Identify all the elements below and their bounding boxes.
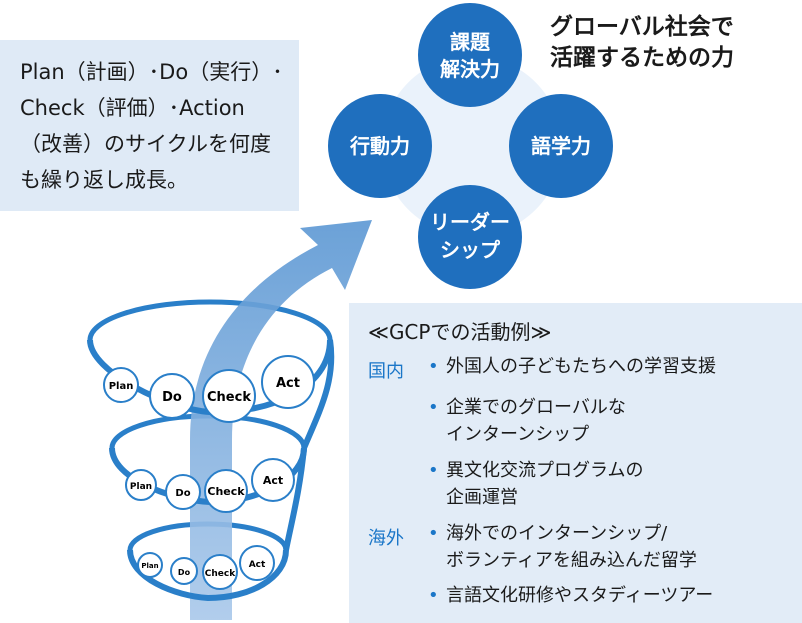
skill-label-top-1: 課題 [450,30,491,54]
global-skills-caption: グローバル社会で 活躍するための力 [550,12,734,74]
gcp-activities-box [349,303,802,623]
skill-label-bottom-1: リーダー [430,210,510,234]
pdca-line-1: Plan（計画）･Do（実行）･ [20,60,283,84]
region-label-overseas: 海外 [368,528,404,549]
cycle-label-act: Act [276,376,300,391]
cycle-label-plan: Plan [109,381,134,392]
cycle-node-check [204,469,248,513]
cycle-node-do [149,373,195,419]
cycle-level-2: Plan Do Check Act [125,458,295,513]
gcp-item-text-cont: 企画運営 [446,487,518,508]
gcp-item-text-cont: インターンシップ [446,424,590,445]
cycle-label-check: Check [207,390,251,405]
bullet-icon: • [428,356,439,377]
bullet-icon: • [428,397,439,418]
skills-background-ring [382,56,562,236]
cycle-label-plan: Plan [141,562,158,570]
cycle-label-do: Do [178,568,191,577]
cycle-node-plan [125,469,157,501]
cycle-label-check: Check [207,485,245,498]
cycle-level-1: Plan Do Check Act [103,355,315,423]
skills-cluster: 課題 解決力 行動力 語学力 リーダー シップ [328,3,613,289]
cycle-node-plan [103,367,139,403]
gcp-item-overseas-2: • 言語文化研修やスタディーツアー [428,582,713,609]
cycle-label-act: Act [249,560,266,570]
cycle-node-do [170,557,198,585]
gcp-title: ≪GCPでの活動例≫ [368,320,552,344]
skill-label-top-2: 解決力 [440,57,500,81]
skill-label-left: 行動力 [349,134,410,158]
cycle-label-do: Do [162,390,182,405]
skill-label-bottom-2: シップ [440,238,501,262]
pdca-line-4: も繰り返し成長。 [20,168,188,192]
pdca-line-3: （改善）のサイクルを何度 [20,132,271,156]
cycle-node-act [239,545,275,581]
gcp-item-domestic-3: • 異文化交流プログラムの 企画運営 [428,457,643,511]
pdca-description: Plan（計画）･Do（実行）･ Check（評価）･Action （改善）のサ… [20,54,300,198]
caption-line-2: 活躍するための力 [550,45,734,71]
bullet-icon: • [428,585,439,606]
skill-circle-action [328,94,432,198]
gcp-item-text: 外国人の子どもたちへの学習支援 [446,356,716,377]
skill-circle-language [509,94,613,198]
gcp-item-text-cont: ボランティアを組み込んだ留学 [446,550,697,571]
gcp-item-overseas-1: • 海外でのインターンシップ/ ボランティアを組み込んだ留学 [428,520,697,574]
gcp-item-domestic-2: • 企業でのグローバルな インターンシップ [428,394,626,448]
growth-arrow [190,220,372,620]
skill-label-right: 語学力 [531,134,591,158]
gcp-item-text: 企業でのグローバルな [446,397,626,418]
region-label-domestic: 国内 [368,361,404,382]
cycle-node-plan [137,552,163,578]
skill-circle-problem-solving [418,3,522,107]
gcp-item-text: 海外でのインターンシップ/ [446,523,668,544]
gcp-item-text: 言語文化研修やスタディーツアー [446,585,714,606]
cycle-node-check [202,554,238,590]
pdca-line-2: Check（評価）･Action [20,96,245,120]
cycle-node-act [261,355,315,409]
cycle-node-do [165,474,201,510]
cycle-label-act: Act [263,474,283,487]
gcp-item-text: 異文化交流プログラムの [446,460,644,481]
bullet-icon: • [428,460,439,481]
gcp-item-domestic-1: • 外国人の子どもたちへの学習支援 [428,353,716,380]
bullet-icon: • [428,523,439,544]
cycle-label-do: Do [175,488,190,499]
cycle-label-plan: Plan [130,482,152,492]
cycle-level-3: Plan Do Check Act [137,545,275,590]
cycle-label-check: Check [205,569,236,579]
caption-line-1: グローバル社会で [550,14,734,40]
skill-circle-leadership [418,185,522,289]
cycle-node-act [251,458,295,502]
cycle-node-check [202,369,256,423]
pdca-description-box [0,40,299,211]
